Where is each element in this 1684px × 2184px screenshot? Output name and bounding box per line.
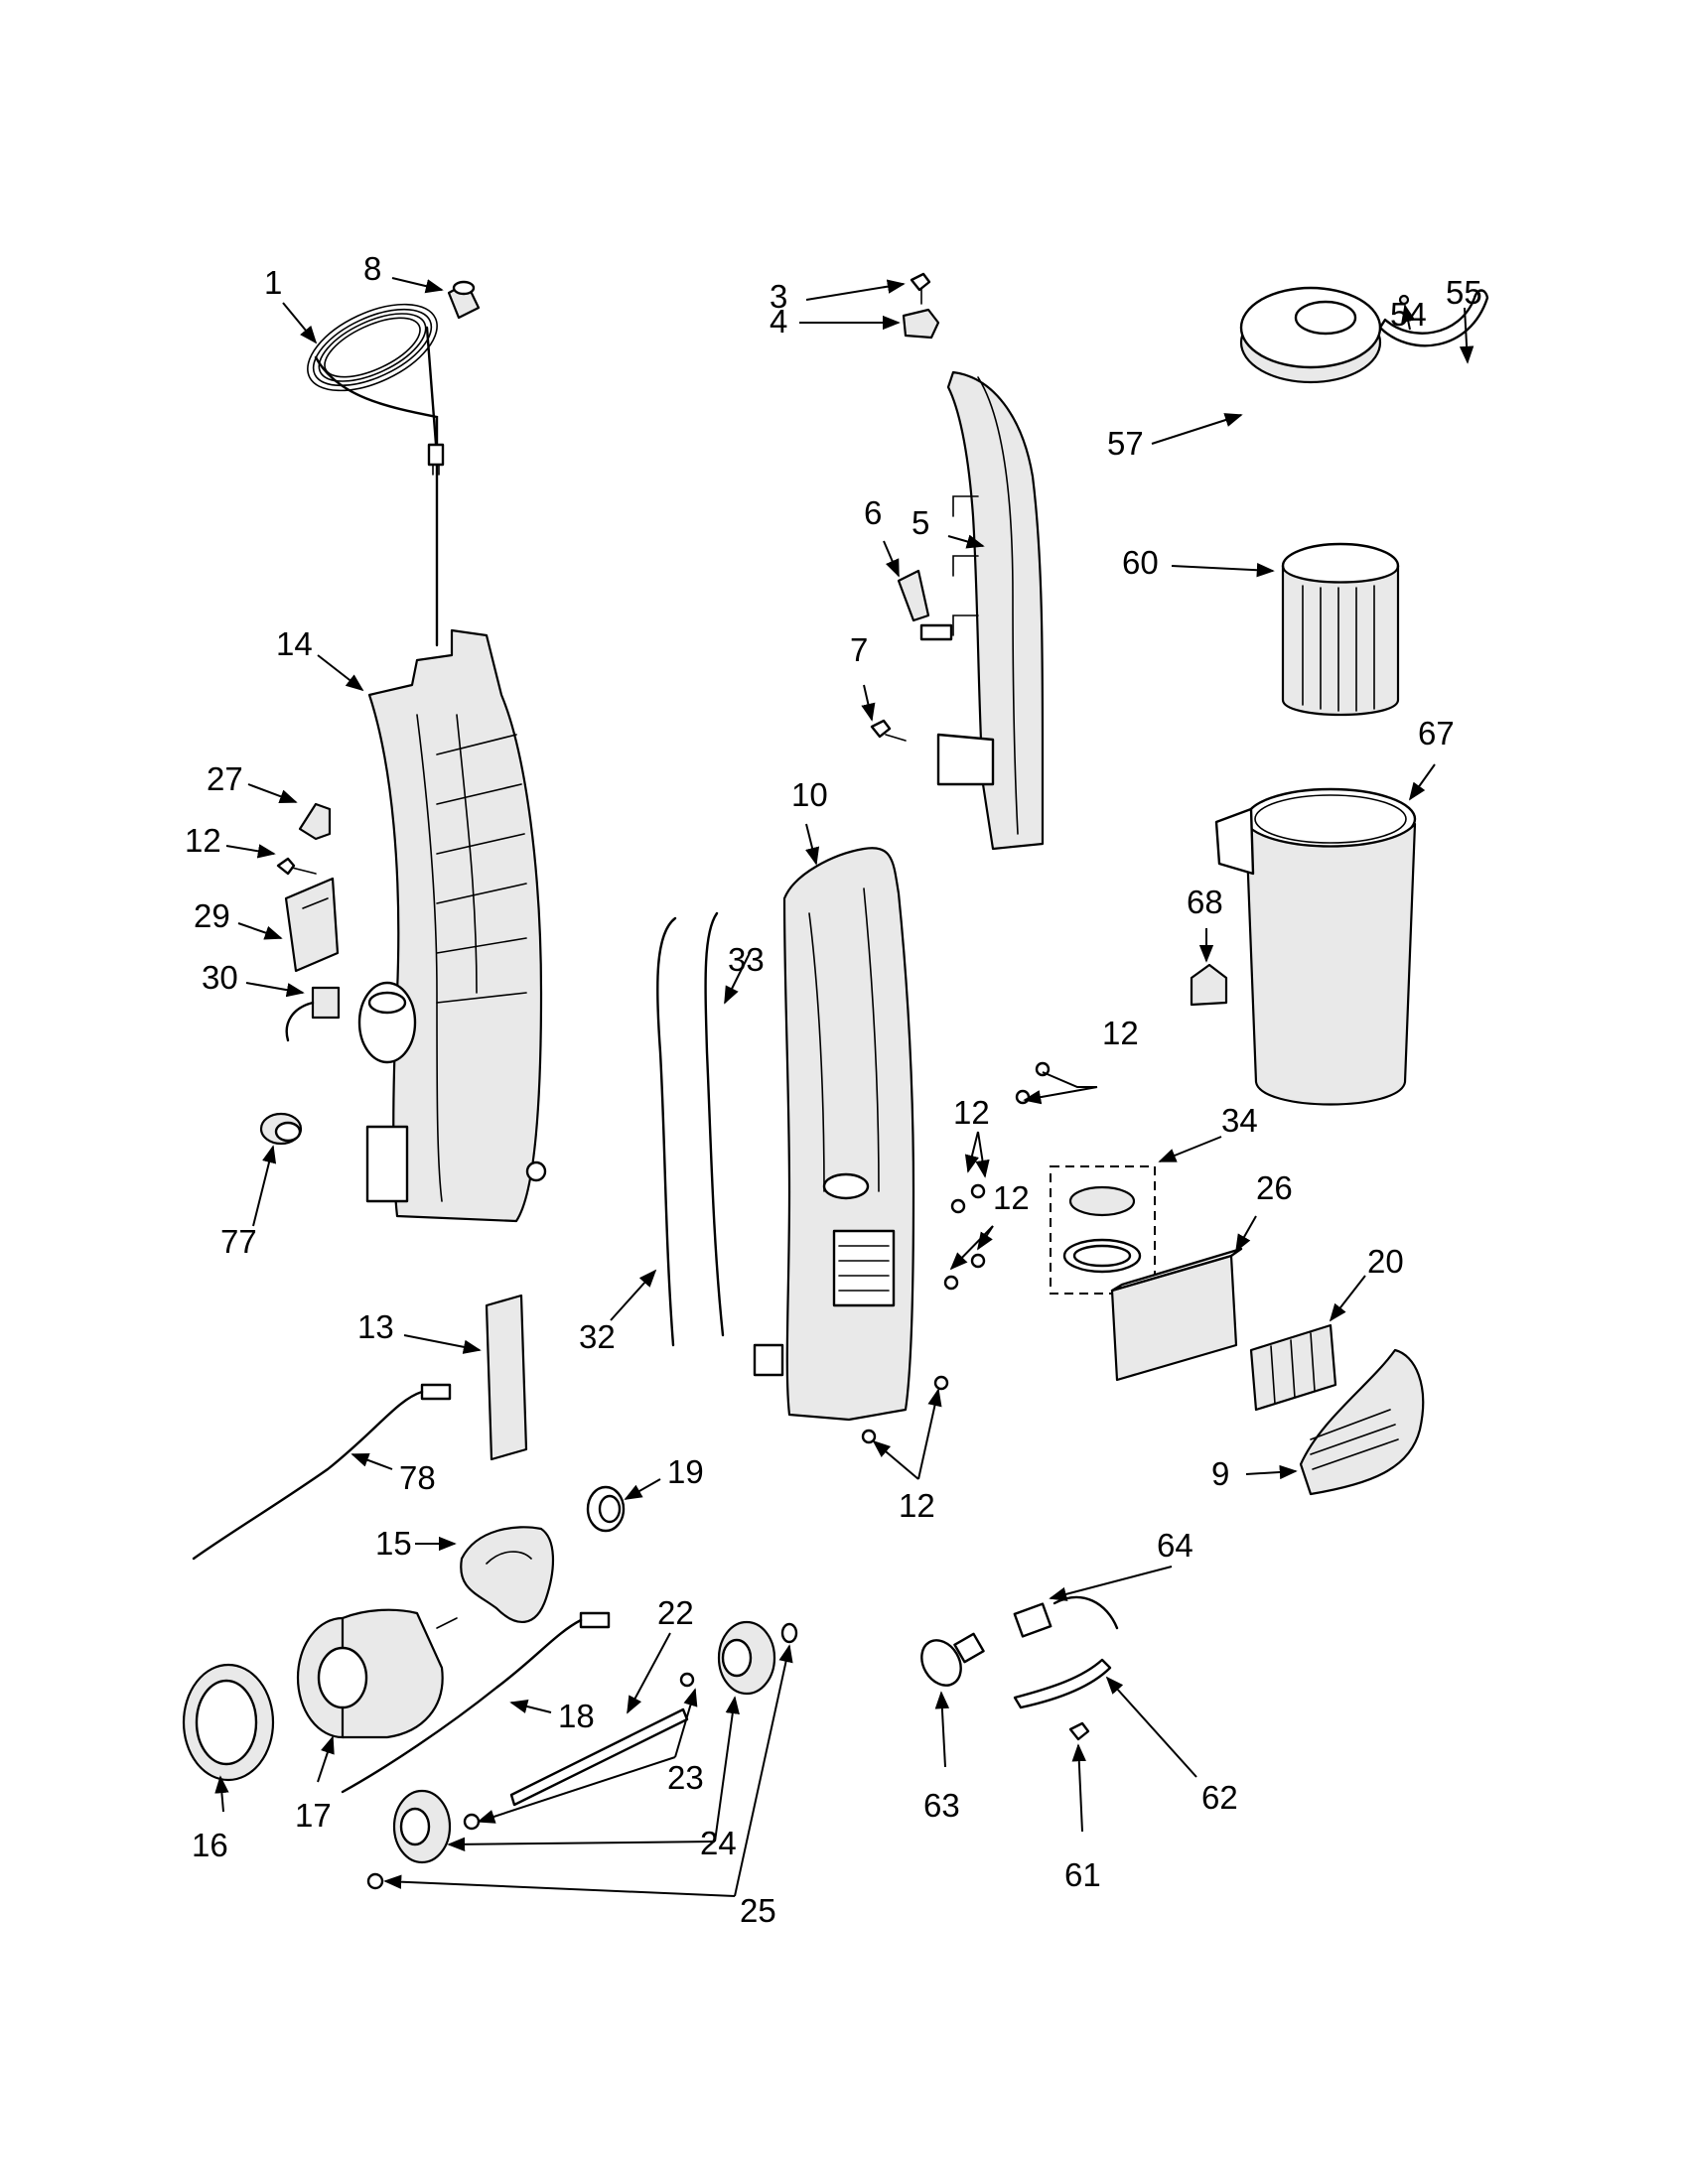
callout-24: 24 (700, 1825, 737, 1861)
callout-10: 10 (791, 776, 828, 813)
callout-17: 17 (295, 1797, 332, 1834)
callout-67: 67 (1418, 715, 1455, 751)
part-24-wheel-lower[interactable] (392, 1789, 452, 1864)
part-57-dirt-cup-lid[interactable] (1239, 286, 1382, 384)
part-18-lead-wire[interactable] (341, 1611, 611, 1794)
callout-34: 34 (1221, 1102, 1258, 1139)
callout-30: 30 (202, 959, 238, 996)
part-8-wire-nut[interactable] (447, 280, 481, 320)
callout-1: 1 (264, 264, 282, 301)
part-19-grommet[interactable] (586, 1485, 626, 1533)
callout-60: 60 (1122, 544, 1159, 581)
part-60-cartridge-filter[interactable] (1281, 542, 1400, 717)
callout-15: 15 (375, 1525, 412, 1562)
part-14-rear-housing[interactable] (357, 628, 547, 1223)
part-67-dirt-cup[interactable] (1214, 787, 1417, 1106)
part-33-side-strip[interactable] (704, 911, 725, 1337)
part-24-wheel-upper[interactable] (717, 1620, 776, 1696)
part-7-screw[interactable] (870, 719, 907, 742)
callout-18: 18 (558, 1698, 595, 1734)
part-32-side-strip[interactable] (656, 916, 677, 1347)
part-25-washer-lower[interactable] (366, 1872, 384, 1890)
part-23-washer-lower[interactable] (463, 1813, 481, 1831)
callout-14: 14 (276, 625, 313, 662)
callout-33: 33 (728, 941, 765, 978)
callout-7: 7 (850, 631, 868, 668)
part-26-foam-filter[interactable] (1110, 1247, 1243, 1382)
callout-26: 26 (1256, 1169, 1293, 1206)
part-15-motor-gasket[interactable] (460, 1526, 555, 1624)
part-77-knob[interactable] (259, 1112, 303, 1146)
callout-12-top: 12 (1102, 1015, 1139, 1051)
callout-25: 25 (740, 1892, 776, 1929)
part-6-cord-hook[interactable] (897, 569, 953, 641)
part-23-washer-upper[interactable] (679, 1672, 695, 1688)
callout-12-mid-a: 12 (953, 1094, 990, 1131)
part-5-handle-tube[interactable] (936, 370, 1045, 851)
part-16-motor-ring[interactable] (182, 1663, 275, 1782)
callout-6: 6 (864, 494, 882, 531)
callout-64: 64 (1157, 1527, 1193, 1564)
callout-77: 77 (220, 1223, 257, 1260)
callout-23: 23 (667, 1759, 704, 1796)
callout-29: 29 (194, 897, 230, 934)
part-4-handle-cap[interactable] (902, 308, 940, 340)
callout-5: 5 (912, 504, 929, 541)
part-9-filter-door[interactable] (1299, 1348, 1425, 1496)
callout-12-bottom: 12 (899, 1487, 935, 1524)
part-12-screw-group-right[interactable] (861, 1061, 1051, 1444)
callout-20: 20 (1367, 1243, 1404, 1280)
part-54-pin[interactable] (1398, 294, 1410, 306)
part-3-screw[interactable] (910, 272, 931, 305)
leader-lines (214, 277, 1474, 1897)
part-68-latch[interactable] (1190, 963, 1228, 1007)
callout-54: 54 (1390, 296, 1427, 333)
part-25-washer-upper[interactable] (780, 1622, 798, 1644)
callout-27: 27 (207, 760, 243, 797)
part-10-front-housing[interactable] (753, 847, 915, 1422)
callout-12-mid-b: 12 (993, 1179, 1030, 1216)
callout-9: 9 (1211, 1455, 1229, 1492)
callout-22: 22 (657, 1594, 694, 1631)
part-27-switch-cover[interactable] (298, 802, 332, 841)
part-13-pcb[interactable] (485, 1294, 528, 1461)
callout-3: 3 (770, 278, 787, 315)
part-55-latch-arm[interactable] (1378, 289, 1489, 347)
part-12-screw-a[interactable] (276, 857, 317, 876)
callout-16: 16 (192, 1827, 228, 1863)
callout-12-left: 12 (185, 822, 221, 859)
part-22-shaft[interactable] (509, 1707, 689, 1807)
part-17-motor[interactable] (296, 1608, 458, 1739)
callout-68: 68 (1187, 884, 1223, 920)
callout-19: 19 (667, 1453, 704, 1490)
callout-62: 62 (1201, 1779, 1238, 1816)
callout-32: 32 (579, 1318, 616, 1355)
callout-63: 63 (923, 1787, 960, 1824)
part-1-power-cord[interactable] (295, 287, 450, 647)
callout-13: 13 (357, 1308, 394, 1345)
part-61-screw[interactable] (1068, 1721, 1090, 1741)
part-62-lens-bracket[interactable] (1013, 1658, 1112, 1709)
part-20-hepa-filter[interactable] (1249, 1323, 1337, 1412)
callout-55: 55 (1446, 274, 1482, 311)
part-78-wire-harness[interactable] (192, 1383, 452, 1561)
part-63-lamp-bulb[interactable] (913, 1632, 985, 1693)
callout-8: 8 (363, 250, 381, 287)
callout-78: 78 (399, 1459, 436, 1496)
callout-4: 4 (770, 303, 787, 340)
part-30-switch[interactable] (285, 986, 341, 1042)
callout-57: 57 (1107, 425, 1144, 462)
part-29-switch-bracket[interactable] (284, 877, 340, 973)
part-64-lamp-socket[interactable] (1013, 1595, 1119, 1638)
callout-labels: 1 8 14 27 12 29 30 77 3 4 6 5 7 10 33 32… (185, 250, 1482, 1929)
part-34-gasket-kit[interactable] (1050, 1165, 1156, 1295)
callout-61: 61 (1064, 1856, 1101, 1893)
